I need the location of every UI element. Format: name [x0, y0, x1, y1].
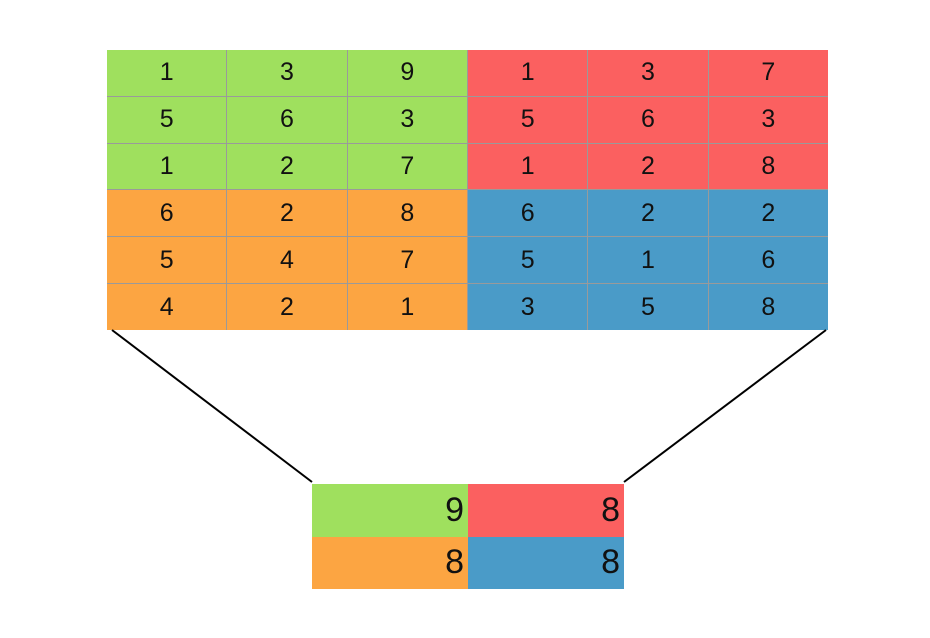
input-cell-r5-c3: 7 [347, 237, 467, 284]
output-cell-r2-c1: 8 [312, 536, 468, 589]
input-cell-r1-c6: 7 [708, 50, 828, 96]
input-cell-r5-c5: 1 [588, 237, 708, 284]
input-cell-r6-c3: 1 [347, 284, 467, 330]
input-cell-r6-c4: 3 [468, 284, 588, 330]
input-cell-r2-c3: 3 [347, 96, 467, 143]
output-cell-r2-c2: 8 [468, 536, 624, 589]
input-cell-r1-c2: 3 [227, 50, 347, 96]
input-cell-r3-c5: 2 [588, 143, 708, 190]
input-cell-r4-c5: 2 [588, 190, 708, 237]
input-cell-r4-c6: 2 [708, 190, 828, 237]
input-cell-r6-c1: 4 [107, 284, 227, 330]
input-cell-r2-c5: 6 [588, 96, 708, 143]
input-cell-r5-c6: 6 [708, 237, 828, 284]
input-cell-r2-c1: 5 [107, 96, 227, 143]
input-cell-r4-c1: 6 [107, 190, 227, 237]
input-cell-r3-c3: 7 [347, 143, 467, 190]
input-grid: 1 3 9 1 3 7 5 6 3 5 6 3 1 2 7 1 2 8 6 2 … [107, 50, 828, 330]
input-cell-r1-c5: 3 [588, 50, 708, 96]
connector-right-line [623, 329, 827, 483]
input-cell-r2-c2: 6 [227, 96, 347, 143]
input-cell-r1-c1: 1 [107, 50, 227, 96]
input-cell-r4-c4: 6 [468, 190, 588, 237]
input-cell-r6-c6: 8 [708, 284, 828, 330]
input-cell-r3-c2: 2 [227, 143, 347, 190]
connector-left-line [111, 329, 313, 483]
input-cell-r6-c2: 2 [227, 284, 347, 330]
input-cell-r5-c4: 5 [468, 237, 588, 284]
input-cell-r2-c4: 5 [468, 96, 588, 143]
input-cell-r4-c3: 8 [347, 190, 467, 237]
input-cell-r1-c3: 9 [347, 50, 467, 96]
input-cell-r4-c2: 2 [227, 190, 347, 237]
output-grid: 9 8 8 8 [312, 484, 624, 589]
input-cell-r5-c2: 4 [227, 237, 347, 284]
input-cell-r3-c4: 1 [468, 143, 588, 190]
output-cell-r1-c2: 8 [468, 484, 624, 537]
input-cell-r5-c1: 5 [107, 237, 227, 284]
input-cell-r1-c4: 1 [468, 50, 588, 96]
input-cell-r6-c5: 5 [588, 284, 708, 330]
input-cell-r2-c6: 3 [708, 96, 828, 143]
input-cell-r3-c1: 1 [107, 143, 227, 190]
input-cell-r3-c6: 8 [708, 143, 828, 190]
output-cell-r1-c1: 9 [312, 484, 468, 537]
